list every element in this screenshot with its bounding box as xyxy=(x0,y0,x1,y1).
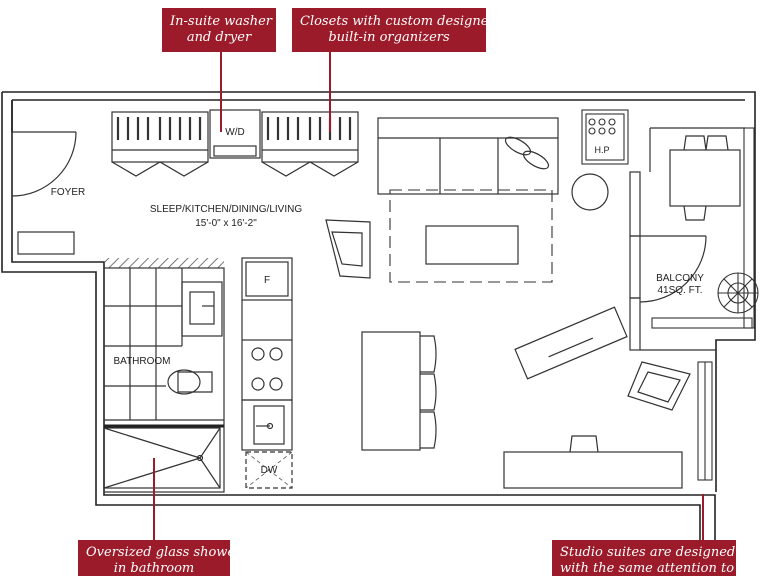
foyer-label: FOYER xyxy=(51,187,85,198)
heat-pump-label: H.P xyxy=(594,145,609,155)
callout-studio-line2: with the same attention to xyxy=(560,561,735,576)
coffee-table xyxy=(425,225,519,265)
foyer-bench xyxy=(17,231,75,255)
rug xyxy=(389,189,553,283)
callout-shower-line2: in bathroom xyxy=(113,561,195,576)
balcony-area: 41SQ. FT. xyxy=(657,285,702,296)
dishwasher-diagonal-b xyxy=(245,451,293,489)
callout-washer-line2: and dryer xyxy=(186,30,252,45)
callout-shower: Oversized glass shower in bathroom xyxy=(78,540,242,576)
armchair-right xyxy=(627,361,691,411)
dishwasher xyxy=(245,451,293,489)
callout-washer-line1: In-suite washer xyxy=(170,14,272,29)
bathroom-label: BATHROOM xyxy=(113,356,170,367)
callout-closets-line2: built-in organizers xyxy=(328,30,450,45)
balcony-plant xyxy=(717,272,759,314)
entry-door xyxy=(11,131,77,197)
balcony-table-set xyxy=(669,135,741,221)
desk xyxy=(503,435,683,489)
callout-closets: Closets with custom designed built-in or… xyxy=(292,8,497,52)
callout-studio: Studio suites are designed with the same… xyxy=(552,540,736,576)
callout-washer-dryer: In-suite washer and dryer xyxy=(162,8,276,52)
callout-studio-line1: Studio suites are designed xyxy=(560,545,736,560)
window-right xyxy=(697,361,713,481)
living-label: SLEEP/KITCHEN/DINING/LIVING xyxy=(150,204,302,215)
dishwasher-label: DW xyxy=(261,465,278,476)
dining-island xyxy=(361,331,437,451)
closets xyxy=(111,111,359,177)
balcony-label: BALCONY xyxy=(656,273,704,284)
living-dims: 15'-0" x 16'-2" xyxy=(195,218,257,229)
tv-console xyxy=(514,306,628,380)
bathroom-hatch xyxy=(104,258,224,268)
callout-leaders xyxy=(153,52,704,540)
balcony-railing xyxy=(651,127,755,329)
kitchen-counter xyxy=(241,257,293,451)
side-table xyxy=(571,173,609,211)
exterior-walls xyxy=(1,91,756,540)
sofa xyxy=(377,117,559,195)
bathroom xyxy=(103,267,225,493)
washer-dryer xyxy=(209,109,261,159)
washer-dryer-label: W/D xyxy=(225,127,244,138)
balcony-wall xyxy=(629,127,745,351)
callout-closets-line1: Closets with custom designed xyxy=(300,14,497,29)
armchair-left xyxy=(325,219,371,279)
fridge-label: F xyxy=(264,275,270,286)
callout-shower-line1: Oversized glass shower xyxy=(86,545,242,560)
heat-pump xyxy=(581,109,629,165)
